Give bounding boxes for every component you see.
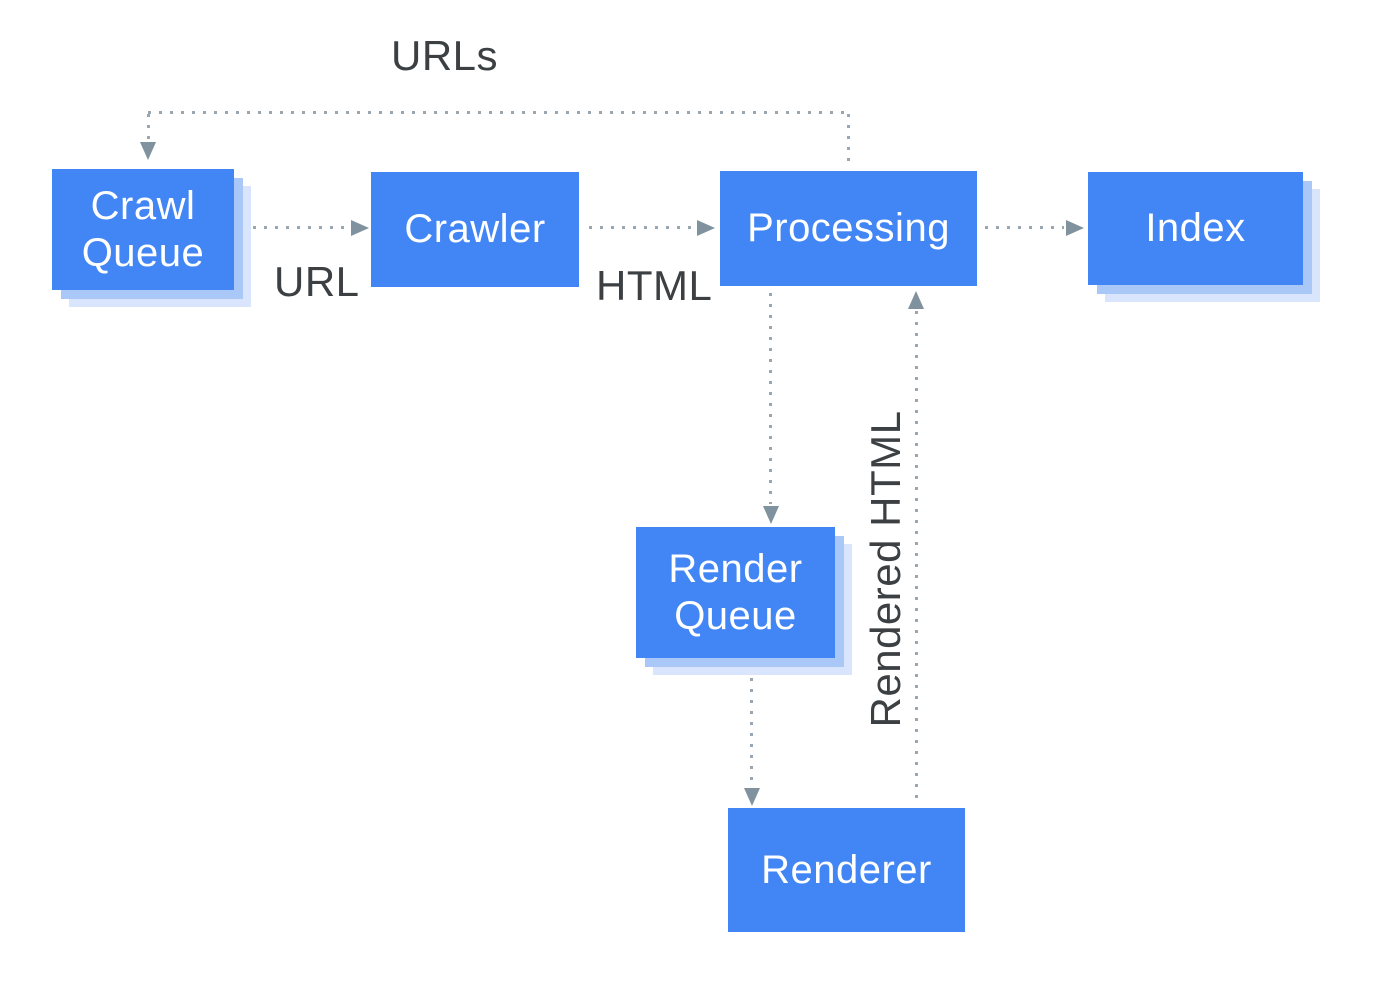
node-processing: Processing <box>720 171 977 286</box>
node-index: Index <box>1088 172 1303 285</box>
node-label: Processing <box>747 206 950 251</box>
edge-processing-to-crawl-queue-right-segment <box>847 114 850 167</box>
node-renderer: Renderer <box>728 808 965 932</box>
node-label: Index <box>1145 206 1246 251</box>
edge-processing-to-crawl-queue-top-segment <box>148 111 849 114</box>
node-label: Renderer <box>761 847 932 892</box>
arrowhead-right-icon <box>351 220 369 236</box>
node-crawler: Crawler <box>371 172 579 287</box>
edge-label-html: HTML <box>596 262 713 309</box>
edge-crawler-to-processing-segment <box>589 226 694 229</box>
node-label: Crawl Queue <box>81 183 205 275</box>
edge-renderer-to-processing-segment <box>915 311 918 806</box>
arrowhead-right-icon <box>697 220 715 236</box>
edge-processing-to-render-queue-segment <box>769 293 772 504</box>
node-label: Render Queue <box>668 546 803 638</box>
node-crawl-queue: Crawl Queue <box>52 169 234 290</box>
arrowhead-down-icon <box>763 506 779 524</box>
node-label: Crawler <box>404 207 546 252</box>
arrowhead-right-icon <box>1066 220 1084 236</box>
edge-processing-to-index-segment <box>985 226 1064 229</box>
edge-render-queue-to-renderer-segment <box>750 678 753 786</box>
arrowhead-up-icon <box>908 291 924 309</box>
edge-label-urls: URLs <box>391 32 499 79</box>
edge-crawl-queue-to-crawler-segment <box>253 226 349 229</box>
arrowhead-down-icon <box>140 142 156 160</box>
edge-label-url: URL <box>274 258 360 305</box>
edge-label-rendered-html: Rendered HTML <box>862 410 909 728</box>
node-render-queue: Render Queue <box>636 527 835 658</box>
edge-processing-to-crawl-queue-left-segment <box>147 114 150 142</box>
arrowhead-down-icon <box>744 788 760 806</box>
